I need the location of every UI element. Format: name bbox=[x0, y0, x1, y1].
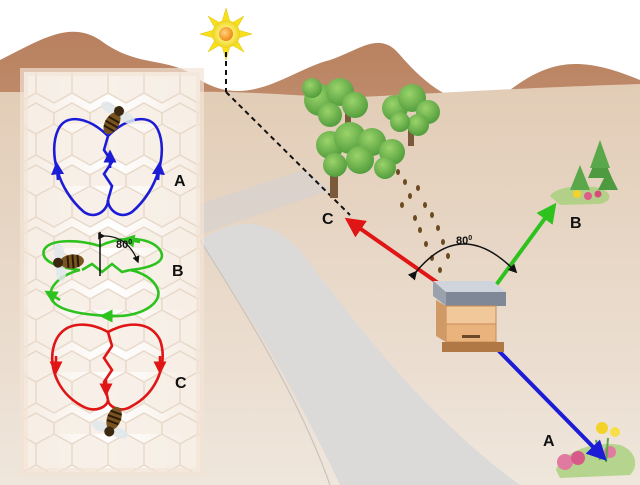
bee-icon bbox=[101, 101, 135, 135]
flight-arrow-b bbox=[486, 202, 557, 298]
flower-icon bbox=[550, 140, 618, 205]
field-label-c: C bbox=[322, 211, 334, 228]
bee-swarm bbox=[396, 169, 450, 273]
tree-group bbox=[302, 78, 440, 198]
panel-label-b: B bbox=[172, 263, 184, 280]
flight-arrow-a bbox=[492, 344, 607, 461]
waggle-angle-arc bbox=[98, 232, 140, 264]
field-angle-arc bbox=[407, 243, 518, 281]
bee-icon bbox=[53, 243, 84, 282]
flower-icon bbox=[556, 422, 636, 478]
waggle-angle-label: 800 bbox=[116, 239, 132, 251]
bee-icon bbox=[91, 406, 128, 439]
beehive-icon bbox=[433, 281, 506, 352]
field-label-b: B bbox=[570, 215, 582, 232]
sun-icon bbox=[199, 7, 253, 61]
field-label-a: A bbox=[543, 433, 555, 450]
dance-panel bbox=[20, 68, 204, 476]
sun-direction-line-lower bbox=[225, 91, 351, 216]
waggle-dance-a bbox=[51, 117, 165, 217]
panel-label-a: A bbox=[174, 173, 186, 190]
panel-label-c: C bbox=[175, 375, 187, 392]
field-angle-label: 800 bbox=[456, 235, 472, 247]
